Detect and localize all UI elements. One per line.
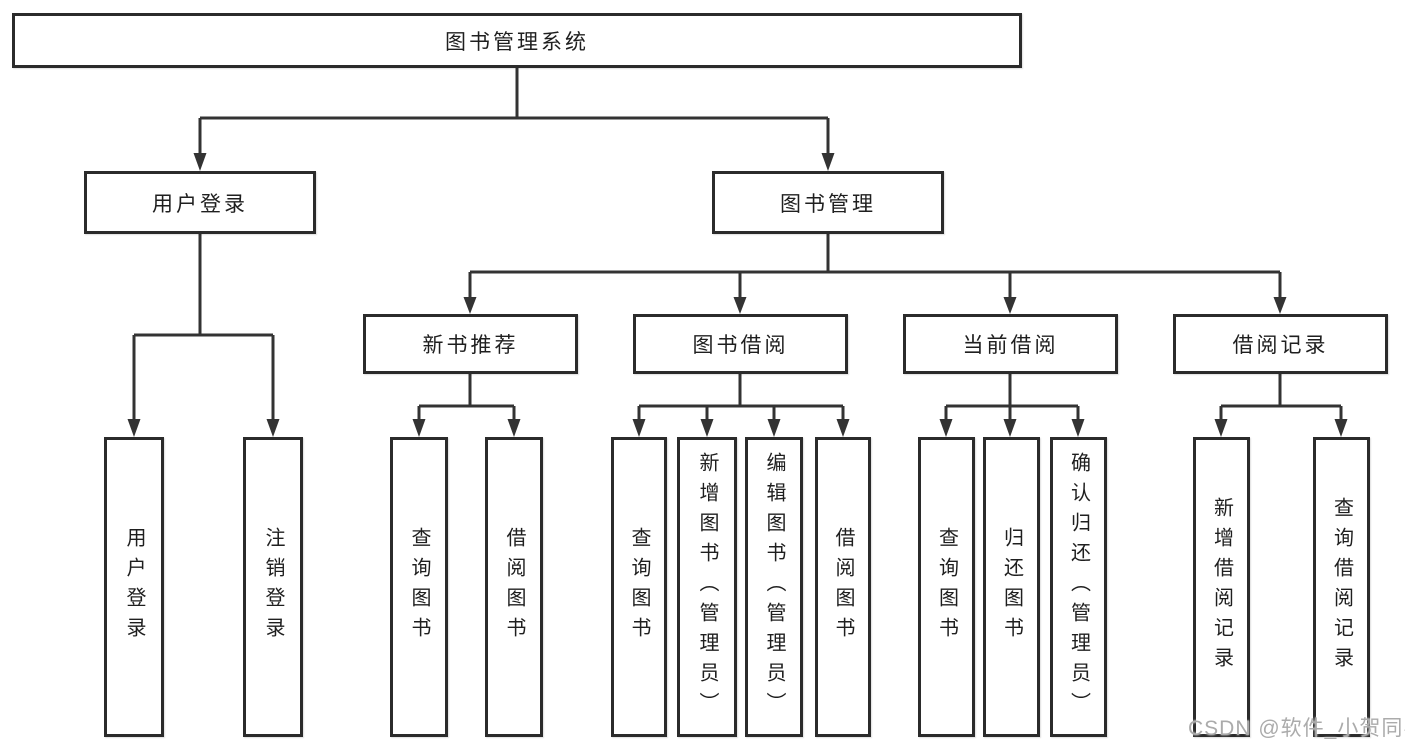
node-label: 用户登录 xyxy=(152,192,248,216)
node-label: 图书管理 xyxy=(780,192,876,216)
connector-borrow-record-group xyxy=(1214,374,1348,437)
arrowhead-icon xyxy=(1214,419,1228,437)
node-label: 新书推荐 xyxy=(422,334,519,357)
node-label: 当前借阅 xyxy=(962,334,1059,357)
node-leaf-query-books-current: 查询图书 xyxy=(918,437,975,737)
node-label: 确认归还（管理员） xyxy=(1067,452,1090,722)
arrowhead-icon xyxy=(733,297,747,314)
arrowhead-icon xyxy=(463,297,477,314)
node-label: 图书管理系统 xyxy=(445,30,589,54)
node-label: 查询图书 xyxy=(935,527,958,647)
arrowhead-icon xyxy=(1334,419,1348,437)
watermark: CSDN @软件_小贺同学 xyxy=(1188,717,1405,740)
node-leaf-borrow-books-recommend: 借阅图书 xyxy=(485,437,543,737)
arrowhead-icon xyxy=(821,153,835,171)
connector-line xyxy=(132,234,275,421)
node-leaf-confirm-return-admin: 确认归还（管理员） xyxy=(1050,437,1107,737)
node-leaf-edit-books-admin: 编辑图书（管理员） xyxy=(745,437,803,737)
node-leaf-add-borrow-record: 新增借阅记录 xyxy=(1193,437,1250,737)
arrowhead-icon xyxy=(767,419,781,437)
node-user-login: 用户登录 xyxy=(84,171,316,234)
node-leaf-query-borrow-record: 查询借阅记录 xyxy=(1313,437,1370,737)
arrowhead-icon xyxy=(266,419,280,437)
node-label: 图书借阅 xyxy=(692,334,789,357)
node-label: 借阅记录 xyxy=(1232,334,1329,357)
node-label: 借阅图书 xyxy=(832,527,854,647)
node-leaf-return-books: 归还图书 xyxy=(983,437,1040,737)
arrowhead-icon xyxy=(1071,419,1085,437)
arrowhead-icon xyxy=(836,419,850,437)
connector-line xyxy=(198,68,830,155)
node-leaf-logout: 注销登录 xyxy=(243,437,303,737)
node-book-management: 图书管理 xyxy=(712,171,944,234)
connector-line xyxy=(417,374,516,421)
node-leaf-query-books-recommend: 查询图书 xyxy=(390,437,448,737)
connector-user-login-group xyxy=(127,234,280,437)
connector-book-borrow-group xyxy=(632,374,850,437)
node-borrow-record: 借阅记录 xyxy=(1173,314,1388,374)
node-label: 归还图书 xyxy=(1000,527,1023,647)
node-label: 查询图书 xyxy=(628,527,650,647)
node-leaf-borrow-books: 借阅图书 xyxy=(815,437,871,737)
arrowhead-icon xyxy=(939,419,953,437)
arrowhead-icon xyxy=(1003,297,1017,314)
arrowhead-icon xyxy=(507,419,521,437)
arrowhead-icon xyxy=(1273,297,1287,314)
node-label: 查询图书 xyxy=(408,527,430,647)
arrowhead-icon xyxy=(700,419,714,437)
arrowhead-icon xyxy=(632,419,646,437)
node-leaf-add-books-admin: 新增图书（管理员） xyxy=(677,437,737,737)
arrowhead-icon xyxy=(193,153,207,171)
node-leaf-query-books-borrow: 查询图书 xyxy=(611,437,667,737)
connector-line xyxy=(468,234,1282,299)
node-book-borrow: 图书借阅 xyxy=(633,314,848,374)
arrowhead-icon xyxy=(1003,419,1017,437)
arrowhead-icon xyxy=(127,419,141,437)
node-library-system: 图书管理系统 xyxy=(12,13,1022,68)
node-current-borrow: 当前借阅 xyxy=(903,314,1118,374)
connector-root-group xyxy=(193,68,835,171)
arrowhead-icon xyxy=(412,419,426,437)
node-label: 新增借阅记录 xyxy=(1210,497,1233,677)
node-label: 注销登录 xyxy=(262,527,284,647)
connector-current-borrow-group xyxy=(939,374,1085,437)
node-new-book-recommend: 新书推荐 xyxy=(363,314,578,374)
node-leaf-user-login: 用户登录 xyxy=(104,437,164,737)
node-label: 编辑图书（管理员） xyxy=(763,452,785,722)
connector-line xyxy=(1219,374,1343,421)
node-label: 用户登录 xyxy=(123,527,145,647)
connector-new-book-group xyxy=(412,374,521,437)
connector-line xyxy=(637,374,845,421)
connector-line xyxy=(944,374,1080,421)
connector-book-management-group xyxy=(463,234,1287,314)
node-label: 新增图书（管理员） xyxy=(696,452,718,722)
node-label: 借阅图书 xyxy=(503,527,525,647)
node-label: 查询借阅记录 xyxy=(1330,497,1353,677)
